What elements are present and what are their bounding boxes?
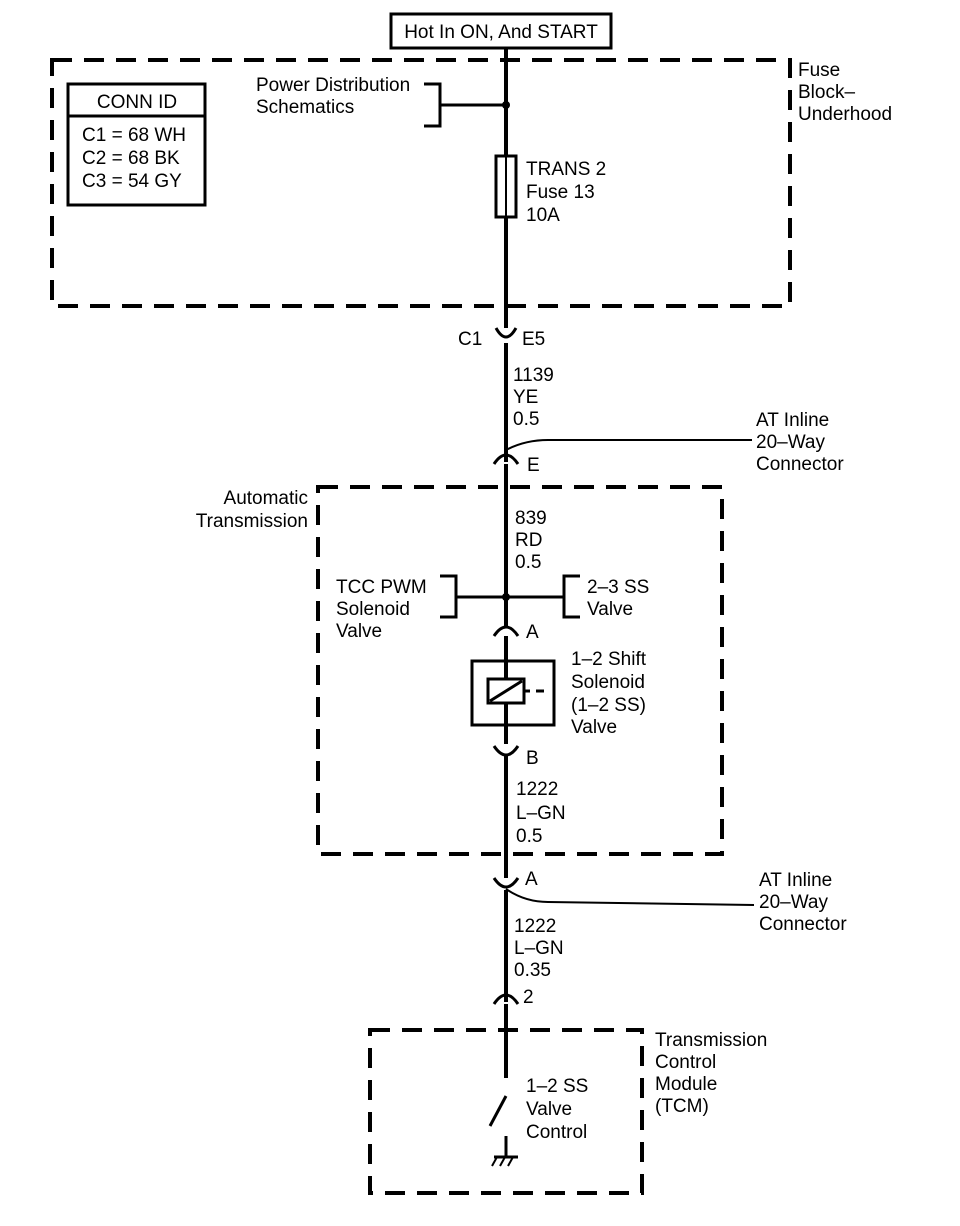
solenoid-pin-b-connector — [492, 745, 520, 757]
svg-text:1–2 Shift: 1–2 Shift — [571, 649, 647, 670]
svg-text:0.5: 0.5 — [513, 409, 539, 430]
inline-connector-bottom-pin: A — [525, 869, 538, 890]
svg-text:TRANS 2: TRANS 2 — [526, 159, 606, 180]
solenoid-pin-a: A — [526, 622, 539, 643]
inline-connector-bottom-label: AT Inline 20–Way Connector — [759, 870, 847, 935]
svg-text:(TCM): (TCM) — [655, 1096, 709, 1117]
connector-c1 — [494, 327, 518, 339]
fuse-label: TRANS 2 Fuse 13 10A — [526, 159, 606, 226]
valve-control-label: 1–2 SS Valve Control — [526, 1076, 588, 1143]
svg-text:(1–2 SS): (1–2 SS) — [571, 695, 646, 716]
svg-text:L–GN: L–GN — [516, 803, 566, 824]
connector-c1-label: C1 — [458, 329, 482, 350]
wire-839-label: 839 RD 0.5 — [515, 508, 547, 573]
svg-text:20–Way: 20–Way — [759, 892, 828, 913]
conn-id-row: C2 = 68 BK — [82, 148, 180, 169]
svg-text:RD: RD — [515, 530, 542, 551]
ss-2-3-valve-reference: 2–3 SS Valve — [587, 577, 649, 620]
tcm-pin-2: 2 — [523, 987, 534, 1008]
svg-text:Module: Module — [655, 1074, 717, 1095]
svg-text:Schematics: Schematics — [256, 97, 354, 118]
svg-text:20–Way: 20–Way — [756, 432, 825, 453]
svg-text:Control: Control — [655, 1052, 716, 1073]
svg-text:Fuse 13: Fuse 13 — [526, 182, 595, 203]
wire-1139-label: 1139 YE 0.5 — [513, 365, 554, 430]
solenoid-pin-b: B — [526, 748, 539, 769]
svg-text:Valve: Valve — [571, 717, 617, 738]
inline-connector-bottom-leader — [505, 888, 755, 906]
solenoid-branch — [440, 574, 580, 619]
inline-connector-top-label: AT Inline 20–Way Connector — [756, 410, 844, 475]
svg-text:10A: 10A — [526, 205, 560, 226]
ground-icon — [491, 1155, 518, 1167]
header-box — [389, 12, 613, 50]
inline-connector-top-leader — [505, 439, 752, 451]
svg-text:0.35: 0.35 — [514, 960, 551, 981]
svg-text:L–GN: L–GN — [514, 938, 564, 959]
svg-text:1222: 1222 — [514, 916, 556, 937]
svg-text:0.5: 0.5 — [515, 552, 541, 573]
svg-text:Solenoid: Solenoid — [571, 672, 645, 693]
connector-e5-label: E5 — [522, 329, 545, 350]
svg-text:Connector: Connector — [756, 454, 844, 475]
svg-text:TCC PWM: TCC PWM — [336, 577, 427, 598]
svg-text:2–3 SS: 2–3 SS — [587, 577, 649, 598]
solenoid-pin-a-connector — [492, 625, 520, 637]
wire-1222-label: 1222 L–GN 0.5 — [516, 779, 566, 847]
transmission-label: Automatic Transmission — [196, 488, 308, 532]
svg-text:Block–: Block– — [798, 82, 855, 103]
conn-id-row: C3 = 54 GY — [82, 171, 182, 192]
power-distribution-reference: Power Distribution Schematics — [256, 75, 510, 128]
svg-text:0.5: 0.5 — [516, 826, 542, 847]
fuse-block-label: Fuse Block– Underhood — [798, 60, 892, 125]
wire-1222-b-label: 1222 L–GN 0.35 — [514, 916, 564, 981]
svg-text:Valve: Valve — [336, 621, 382, 642]
svg-text:Transmission: Transmission — [196, 511, 308, 532]
header-title: Hot In ON, And START — [404, 22, 598, 43]
svg-text:Solenoid: Solenoid — [336, 599, 410, 620]
fuse-block-boundary — [50, 58, 792, 308]
tcm-label: Transmission Control Module (TCM) — [655, 1030, 767, 1117]
svg-text:839: 839 — [515, 508, 547, 529]
conn-id-title: CONN ID — [97, 92, 177, 113]
svg-text:Connector: Connector — [759, 914, 847, 935]
svg-text:1222: 1222 — [516, 779, 558, 800]
svg-text:Underhood: Underhood — [798, 104, 892, 125]
inline-connector-bottom — [492, 877, 520, 889]
svg-text:1139: 1139 — [513, 365, 554, 386]
tcc-pwm-solenoid-reference: TCC PWM Solenoid Valve — [336, 577, 427, 642]
svg-text:AT Inline: AT Inline — [756, 410, 829, 431]
tcm-pin-2-connector — [492, 993, 520, 1005]
valve-control-switch — [488, 1095, 508, 1127]
transmission-boundary — [316, 485, 724, 856]
solenoid-symbol — [470, 659, 556, 727]
fuse-symbol — [494, 154, 518, 219]
svg-text:Transmission: Transmission — [655, 1030, 767, 1051]
solenoid-label: 1–2 Shift Solenoid (1–2 SS) Valve — [571, 649, 647, 738]
svg-text:Control: Control — [526, 1122, 587, 1143]
conn-id-table: CONN ID C1 = 68 WH C2 = 68 BK C3 = 54 GY — [66, 82, 207, 207]
svg-text:AT Inline: AT Inline — [759, 870, 832, 891]
svg-text:Valve: Valve — [526, 1099, 572, 1120]
svg-text:Fuse: Fuse — [798, 60, 840, 81]
inline-connector-top — [492, 453, 520, 465]
svg-text:Power Distribution: Power Distribution — [256, 75, 410, 96]
svg-text:1–2 SS: 1–2 SS — [526, 1076, 588, 1097]
svg-text:Valve: Valve — [587, 599, 633, 620]
conn-id-row: C1 = 68 WH — [82, 125, 186, 146]
svg-text:Automatic: Automatic — [224, 488, 308, 509]
svg-text:YE: YE — [513, 387, 538, 408]
inline-connector-top-pin: E — [527, 455, 540, 476]
